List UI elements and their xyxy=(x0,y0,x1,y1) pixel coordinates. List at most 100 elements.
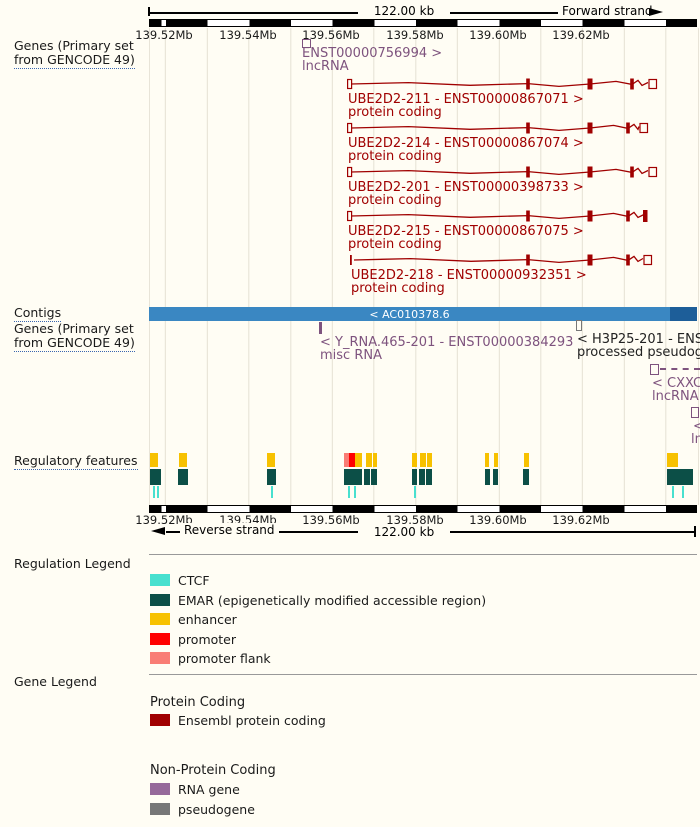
reverse-strand-label: Reverse strand xyxy=(180,523,279,537)
transcript-structure[interactable] xyxy=(0,120,700,136)
legend-section-heading: Non-Protein Coding xyxy=(150,763,276,778)
regulatory-feature-promoter[interactable] xyxy=(349,453,355,467)
contig-label: < AC010378.6 xyxy=(369,308,450,321)
top-ruler-left-tick xyxy=(148,7,150,16)
regulatory-feature-enhancer[interactable] xyxy=(267,453,275,467)
regulatory-feature-emar[interactable] xyxy=(364,469,370,485)
separator xyxy=(149,674,697,675)
legend-label: Ensembl protein coding xyxy=(178,713,326,728)
tick-label: 139.52Mb xyxy=(135,28,193,42)
legend-swatch-enhancer xyxy=(150,613,170,625)
legend-swatch-ctcf xyxy=(150,574,170,586)
gene-cxxc5-dashed-line xyxy=(660,368,700,370)
track-label-line1: Genes (Primary set xyxy=(14,321,134,336)
regulatory-feature-enhancer[interactable] xyxy=(373,453,377,467)
regulatory-feature-enhancer[interactable] xyxy=(366,453,372,467)
gene-biotype: lncRNA xyxy=(691,432,700,447)
regulatory-feature-ctcf[interactable] xyxy=(354,486,356,498)
tick-label: 139.60Mb xyxy=(469,513,527,527)
track-label-genes-reverse[interactable]: Genes (Primary set from GENCODE 49) xyxy=(14,321,135,352)
regulatory-feature-emar[interactable] xyxy=(412,469,417,485)
regulatory-feature-ctcf[interactable] xyxy=(414,486,416,498)
regulatory-feature-emar[interactable] xyxy=(267,469,276,485)
legend-swatch-promoter-flank xyxy=(150,652,170,664)
transcript-structure[interactable] xyxy=(0,252,700,268)
regulatory-feature-enhancer[interactable] xyxy=(524,453,529,467)
regulatory-feature-ctcf[interactable] xyxy=(153,486,155,498)
gene-biotype: lncRNA xyxy=(652,389,699,404)
transcript-biotype: protein coding xyxy=(351,281,445,296)
gene-biotype: lncRNA xyxy=(302,59,349,74)
top-scale-bar xyxy=(149,19,697,27)
legend-swatch-rna-gene xyxy=(150,783,170,795)
gene-lncrna2-marker[interactable] xyxy=(691,407,699,418)
regulatory-feature-promoter-flank[interactable] xyxy=(344,453,349,467)
legend-section-heading: Protein Coding xyxy=(150,695,246,710)
regulatory-feature-ctcf[interactable] xyxy=(672,486,674,498)
reverse-strand-arrow-icon xyxy=(151,527,165,535)
regulatory-feature-emar[interactable] xyxy=(371,469,377,485)
regulatory-feature-emar[interactable] xyxy=(523,469,529,485)
regulatory-feature-enhancer[interactable] xyxy=(427,453,432,467)
gene-legend-title: Gene Legend xyxy=(14,674,97,689)
regulatory-feature-emar[interactable] xyxy=(667,469,693,485)
top-scale-label: 122.00 kb xyxy=(358,4,450,18)
regulatory-feature-ctcf[interactable] xyxy=(682,486,684,498)
regulatory-feature-enhancer[interactable] xyxy=(667,453,678,467)
regulatory-feature-enhancer[interactable] xyxy=(150,453,158,467)
transcript-biotype: protein coding xyxy=(348,193,442,208)
tick-label: 139.58Mb xyxy=(386,513,444,527)
regulatory-feature-enhancer[interactable] xyxy=(179,453,187,467)
transcript-label[interactable]: UBE2D2-218 - ENST00000932351 > xyxy=(351,268,587,283)
gene-label[interactable]: < H3P25-201 - ENST00000 xyxy=(577,332,700,347)
gene-label[interactable]: < Y_RNA.465-201 - ENST00000384293 xyxy=(320,335,574,350)
legend-swatch-emar xyxy=(150,594,170,606)
regulatory-feature-ctcf[interactable] xyxy=(348,486,350,498)
transcript-structure[interactable] xyxy=(0,76,700,92)
transcript-label[interactable]: UBE2D2-214 - ENST00000867074 > xyxy=(348,136,584,151)
gene-yrna-marker[interactable] xyxy=(319,322,322,334)
track-label-contigs[interactable]: Contigs xyxy=(14,305,62,322)
gene-cxxc5-marker[interactable] xyxy=(650,364,659,375)
transcript-biotype: protein coding xyxy=(348,105,442,120)
legend-label: pseudogene xyxy=(178,802,255,817)
forward-strand-arrow-icon xyxy=(649,8,663,16)
regulatory-feature-ctcf[interactable] xyxy=(157,486,159,498)
regulatory-feature-enhancer[interactable] xyxy=(494,453,498,467)
regulatory-feature-emar[interactable] xyxy=(178,469,188,485)
regulatory-feature-emar[interactable] xyxy=(493,469,498,485)
regulatory-feature-emar[interactable] xyxy=(485,469,490,485)
gene-biotype: processed pseudogene xyxy=(577,345,700,360)
track-label-regulatory[interactable]: Regulatory features xyxy=(14,453,138,470)
regulatory-feature-emar[interactable] xyxy=(426,469,432,485)
regulatory-feature-emar[interactable] xyxy=(344,469,362,485)
regulatory-feature-enhancer[interactable] xyxy=(412,453,417,467)
transcript-structure[interactable] xyxy=(0,208,700,224)
gene-pseudogene-marker[interactable] xyxy=(576,320,582,331)
transcript-structure[interactable] xyxy=(0,164,700,180)
transcript-label[interactable]: UBE2D2-215 - ENST00000867075 > xyxy=(348,224,584,239)
regulatory-feature-enhancer[interactable] xyxy=(485,453,489,467)
regulatory-feature-emar[interactable] xyxy=(419,469,425,485)
gene-lncrna-marker[interactable] xyxy=(302,39,311,48)
regulatory-feature-ctcf[interactable] xyxy=(271,486,273,498)
regulatory-feature-emar[interactable] xyxy=(150,469,161,485)
track-label-line2: from GENCODE 49) xyxy=(14,334,135,352)
legend-label: EMAR (epigenetically modified accessible… xyxy=(178,593,487,608)
gene-label[interactable]: < CXXC5-201 xyxy=(652,376,700,391)
tick-label: 139.56Mb xyxy=(302,513,360,527)
regulatory-feature-enhancer[interactable] xyxy=(420,453,426,467)
track-label-genes-forward[interactable]: Genes (Primary set from GENCODE 49) xyxy=(14,39,135,69)
contig-bar[interactable] xyxy=(149,307,697,321)
regulatory-feature-enhancer[interactable] xyxy=(355,453,362,467)
contig-bar-end-segment[interactable] xyxy=(670,307,697,321)
legend-label: enhancer xyxy=(178,612,237,627)
transcript-label[interactable]: UBE2D2-201 - ENST00000398733 > xyxy=(348,180,584,195)
gridlines xyxy=(149,28,699,505)
transcript-label[interactable]: UBE2D2-211 - ENST00000867071 > xyxy=(348,92,584,107)
bottom-ruler-right-tick xyxy=(694,526,696,537)
gene-label[interactable]: < xyxy=(693,419,700,434)
separator xyxy=(149,554,697,555)
gene-label[interactable]: ENST00000756994 > xyxy=(302,46,443,61)
